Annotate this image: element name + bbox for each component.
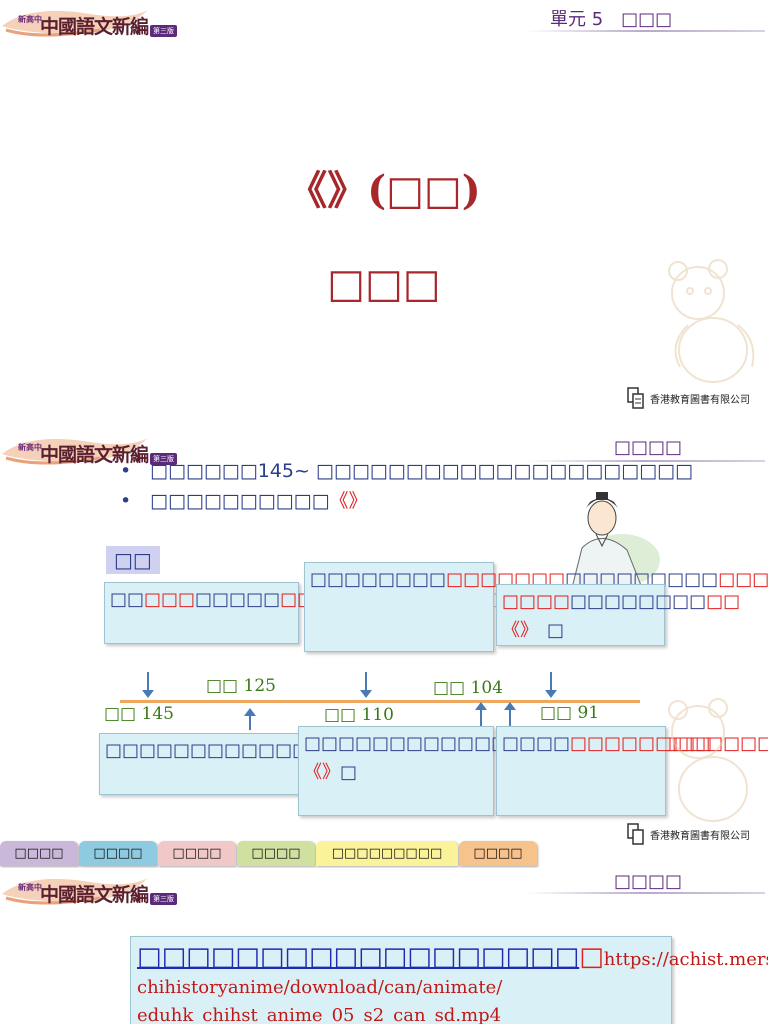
arrow-up-icon [244, 708, 256, 730]
logo-edition-badge: 第三版 [150, 25, 177, 37]
publisher-mark: 香港教育圖書有限公司 [626, 822, 750, 846]
author-portrait-icon [571, 492, 660, 588]
logo-title: 中國語文新編 [40, 884, 149, 906]
logo-small-text: 新高中 [18, 883, 42, 892]
year-label: □□ 91 [540, 703, 600, 723]
logo-small-text: 新高中 [18, 443, 42, 452]
lesson-author: □□□ [327, 260, 441, 307]
header-divider [525, 30, 765, 32]
tab-3[interactable]: □□□□ [158, 841, 236, 866]
unit-label: 單元 5 □□□ [550, 9, 673, 30]
logo-edition-badge: 第三版 [150, 453, 177, 465]
publisher-name: 香港教育圖書有限公司 [650, 830, 750, 842]
publisher-logo-icon [627, 387, 644, 409]
logo-title: 中國語文新編 [40, 16, 149, 38]
timeline-axis [120, 700, 640, 703]
section-label: □□□□ [614, 437, 683, 458]
publisher-name: 香港教育圖書有限公司 [650, 394, 750, 406]
bullet-item: •□□□□□□145~ □□□□□□□□□□□□□□□□□□□□□ [120, 460, 693, 482]
tab-1[interactable]: □□□□ [0, 841, 78, 866]
arrow-up-icon [504, 702, 516, 726]
tab-6[interactable]: □□□□ [459, 841, 537, 866]
arrow-up-icon [475, 702, 487, 726]
event-box-2: □□□□□□□□□□□□□□□□□□□□□□□□□□□□□□ [304, 562, 768, 652]
logo-title: 中國語文新編 [40, 444, 149, 466]
year-label: □□ 104 [433, 678, 503, 698]
lesson-title: 《》(□□) [287, 167, 481, 214]
section-tabs: □□□□ □□□□ □□□□ □□□□ □□□□□□□□□ □□□□ [0, 841, 538, 866]
event-box-5: □□□□□□□□□□□□□□□□□□□□□□□□《》□ [298, 726, 712, 816]
logo-small-text: 新高中 [18, 15, 42, 24]
arrow-down-icon [142, 672, 154, 698]
textbook-logo: 新高中 中國語文新編 第三版 [0, 868, 190, 914]
event-box-4: □□□□□□□□□□□□□□□□□□□□□□□ [99, 733, 496, 795]
slide-title: 新高中 中國語文新編 第三版 單元 5 □□□ 《》(□□) □□□ 香港教育圖… [0, 0, 768, 428]
tab-5[interactable]: □□□□□□□□□ [316, 841, 458, 866]
logo-swoosh-icon [2, 438, 148, 465]
publisher-logo-icon [627, 823, 644, 845]
tab-2[interactable]: □□□□ [79, 841, 157, 866]
arrow-down-icon [545, 672, 557, 698]
video-title[interactable]: □□□□□□□□□□□□□□□□□□ [137, 942, 580, 972]
event-box-3: □□□□□□□□□□□□□□《》 □ [496, 584, 740, 646]
event-box-6: □□□□□□□□□□□□□□□□□□□□□□□□□□□ [496, 726, 768, 816]
year-label: □□ 110 [324, 705, 394, 725]
logo-swoosh-icon [2, 878, 148, 905]
logo-edition-badge: 第三版 [150, 893, 177, 905]
header-divider [525, 892, 765, 894]
bear-watermark-icon [668, 259, 755, 383]
bear-watermark-icon [668, 698, 748, 822]
event-box-1: □□□□□□□□□□□□□□□□□□□□□□□□□□ [104, 582, 552, 644]
textbook-logo: 新高中 中國語文新編 第三版 [0, 428, 190, 474]
section-label: □□□□ [614, 871, 683, 892]
author-bullets: •□□□□□□145~ □□□□□□□□□□□□□□□□□□□□□ •□□□□□… [120, 460, 693, 517]
bullet-item: •□□□□□□□□□□《》 [120, 490, 368, 512]
logo-swoosh-icon [2, 10, 148, 37]
event-tag: □□ [106, 546, 160, 574]
video-mark: □ [579, 942, 604, 972]
slide-video: 新高中 中國語文新編 第三版 □□□□ □□□□□□□□□□□□□□□□□□□h… [0, 868, 768, 1024]
video-url[interactable]: https://achist.mers.hk/ chihistoryanime/… [137, 949, 768, 1024]
video-link-box[interactable]: □□□□□□□□□□□□□□□□□□□https://achist.mers.h… [130, 936, 768, 1024]
arrow-down-icon [360, 672, 372, 698]
tab-4[interactable]: □□□□ [237, 841, 315, 866]
year-label: □□ 125 [206, 676, 276, 696]
year-label: □□ 145 [104, 704, 174, 724]
publisher-mark: 香港教育圖書有限公司 [626, 386, 750, 410]
header-divider [525, 460, 765, 462]
slide-author-timeline: 新高中 中國語文新編 第三版 □□□□ •□□□□□□145~ □□□□□□□□… [0, 428, 768, 868]
textbook-logo: 新高中 中國語文新編 第三版 [0, 0, 190, 46]
